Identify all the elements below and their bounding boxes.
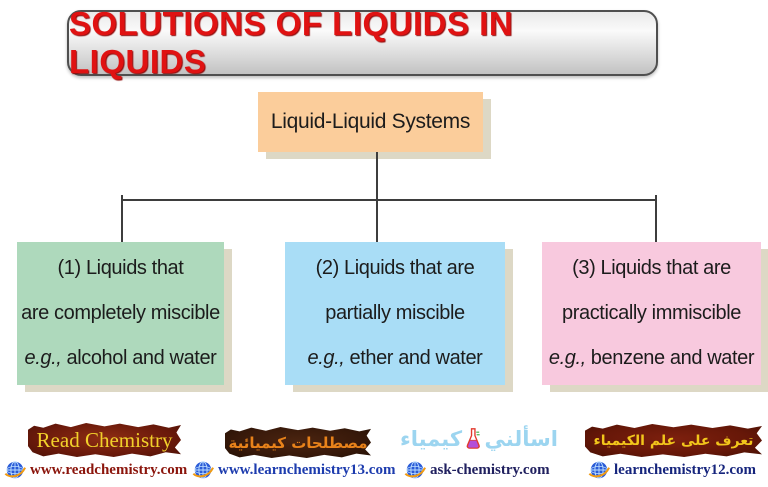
branch-line1: (1) Liquids that	[57, 257, 184, 279]
branch-example-line: e.g.,benzene and water	[548, 336, 755, 381]
branch-box-partially-miscible: (2) Liquids that are partially miscible …	[285, 242, 505, 385]
branch-box-completely-miscible: (1) Liquids that are completely miscible…	[17, 242, 224, 385]
branch-line2: are completely miscible	[21, 302, 220, 324]
root-node-label: Liquid-Liquid Systems	[270, 110, 471, 133]
website-learnchemistry13[interactable]: www.learnchemistry13.com	[192, 459, 395, 481]
website-url[interactable]: www.learnchemistry13.com	[218, 461, 396, 478]
branch-example-line: e.g.,alcohol and water	[25, 336, 217, 381]
branch-line1: (2) Liquids that are	[315, 257, 475, 279]
ask-chemistry-word2: كيمياء	[400, 427, 463, 451]
eg-abbrev: e.g.,	[307, 347, 345, 369]
read-chemistry-logo-text: Read Chemistry	[36, 427, 173, 452]
branch-line1: (3) Liquids that are	[572, 257, 731, 279]
eg-abbrev: e.g.,	[24, 347, 62, 369]
website-learnchemistry12[interactable]: learnchemistry12.com	[588, 459, 756, 481]
eg-abbrev: e.g.,	[548, 347, 586, 369]
flask-icon	[466, 428, 480, 449]
example-text: benzene and water	[590, 347, 755, 369]
learn-chemistry-arabic-logo: تعرف على علم الكيمياء	[585, 424, 762, 457]
website-url[interactable]: learnchemistry12.com	[614, 461, 757, 478]
globe-icon	[588, 461, 610, 479]
branch-line2: partially miscible	[325, 302, 465, 324]
globe-icon	[404, 461, 426, 479]
page-title: SOLUTIONS OF LIQUIDS IN LIQUIDS	[69, 5, 514, 80]
read-chemistry-logo: Read Chemistry	[28, 423, 181, 457]
website-url[interactable]: ask-chemistry.com	[430, 461, 550, 478]
ask-chemistry-word1: اسألني	[484, 427, 558, 451]
globe-icon	[4, 461, 26, 479]
website-url[interactable]: www.readchemistry.com	[30, 461, 188, 478]
example-text: ether and water	[349, 347, 483, 369]
branch-box-practically-immiscible: (3) Liquids that are practically immisci…	[542, 242, 761, 385]
learn-chemistry-logo-text: تعرف على علم الكيمياء	[593, 432, 754, 449]
chemical-terms-logo-text: مصطلحات كيميائية	[228, 433, 368, 452]
example-text: alcohol and water	[66, 347, 217, 369]
website-askchemistry[interactable]: ask-chemistry.com	[404, 459, 550, 481]
website-readchemistry[interactable]: www.readchemistry.com	[4, 459, 187, 481]
branch-line2: practically immiscible	[561, 302, 741, 324]
branch-example-line: e.g.,ether and water	[308, 336, 483, 381]
ask-chemistry-arabic-logo: اسألني كيمياء	[400, 420, 558, 458]
root-node-liquid-liquid-systems: Liquid-Liquid Systems	[258, 92, 483, 152]
globe-icon	[192, 461, 214, 479]
chemical-terms-arabic-logo: مصطلحات كيميائية	[225, 427, 371, 458]
title-banner: SOLUTIONS OF LIQUIDS IN LIQUIDS	[67, 5, 658, 80]
